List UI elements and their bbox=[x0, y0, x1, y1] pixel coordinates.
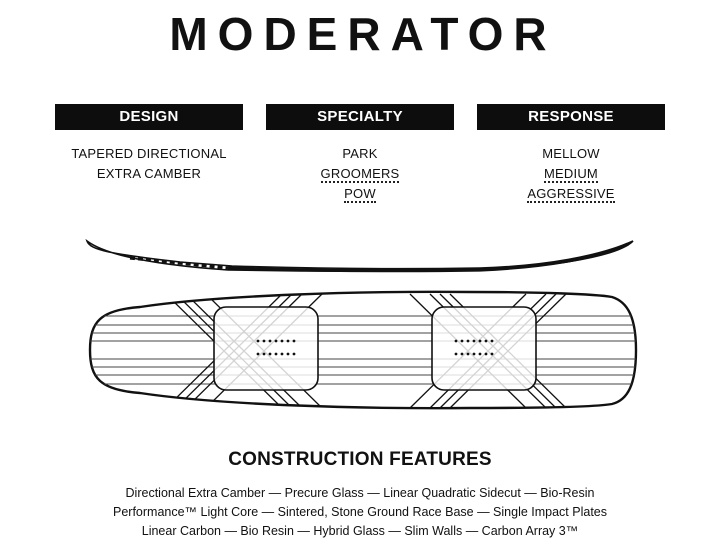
response-heading: RESPONSE bbox=[477, 104, 665, 130]
list-item: PARK bbox=[266, 144, 454, 164]
response-column: RESPONSE MELLOW MEDIUM AGGRESSIVE bbox=[477, 104, 665, 204]
list-item-label: TAPERED DIRECTIONAL bbox=[71, 146, 227, 161]
list-item: MELLOW bbox=[477, 144, 665, 164]
list-item: GROOMERS bbox=[266, 164, 454, 184]
specialty-heading: SPECIALTY bbox=[266, 104, 454, 130]
list-item-label: PARK bbox=[342, 146, 378, 161]
profile-thick-section bbox=[227, 242, 629, 273]
profile-outline bbox=[85, 238, 634, 273]
construction-line: Linear Carbon — Bio Resin — Hybrid Glass… bbox=[141, 524, 579, 538]
board-profile bbox=[85, 238, 634, 273]
board-topview bbox=[88, 290, 638, 410]
list-item: EXTRA CAMBER bbox=[55, 164, 243, 184]
design-column: DESIGN TAPERED DIRECTIONAL EXTRA CAMBER bbox=[55, 104, 243, 184]
list-item-label-dotted: MEDIUM bbox=[544, 166, 598, 183]
core-stringers bbox=[90, 315, 636, 385]
product-title: MODERATOR bbox=[169, 8, 557, 60]
construction-features-list: Directional Extra Camber — Precure Glass… bbox=[0, 484, 720, 541]
construction-features-title: CONSTRUCTION FEATURES bbox=[228, 449, 492, 470]
insert-pack-left bbox=[256, 339, 296, 356]
board-outline bbox=[88, 290, 638, 410]
design-list: TAPERED DIRECTIONAL EXTRA CAMBER bbox=[55, 144, 243, 184]
construction-line: Performance™ Light Core — Sintered, Ston… bbox=[113, 505, 607, 519]
construction-line: Directional Extra Camber — Precure Glass… bbox=[125, 486, 595, 500]
list-item: TAPERED DIRECTIONAL bbox=[55, 144, 243, 164]
insert-pack-right bbox=[454, 339, 494, 356]
list-item: MEDIUM bbox=[477, 164, 665, 184]
design-heading: DESIGN bbox=[55, 104, 243, 130]
snowboard-diagram bbox=[85, 238, 638, 410]
impact-plate-left bbox=[213, 306, 319, 391]
specialty-list: PARK GROOMERS POW bbox=[266, 144, 454, 204]
response-list: MELLOW MEDIUM AGGRESSIVE bbox=[477, 144, 665, 204]
list-item-label: EXTRA CAMBER bbox=[96, 166, 202, 181]
list-item-label-dotted: GROOMERS bbox=[320, 166, 400, 183]
list-item: POW bbox=[266, 184, 454, 204]
impact-plate-right bbox=[431, 306, 537, 391]
specialty-column: SPECIALTY PARK GROOMERS POW bbox=[266, 104, 454, 204]
list-item: AGGRESSIVE bbox=[477, 184, 665, 204]
list-item-label: MELLOW bbox=[542, 146, 600, 161]
profile-dashed-tip bbox=[129, 256, 229, 270]
list-item-label-dotted: POW bbox=[344, 186, 376, 203]
list-item-label-dotted: AGGRESSIVE bbox=[527, 186, 615, 203]
